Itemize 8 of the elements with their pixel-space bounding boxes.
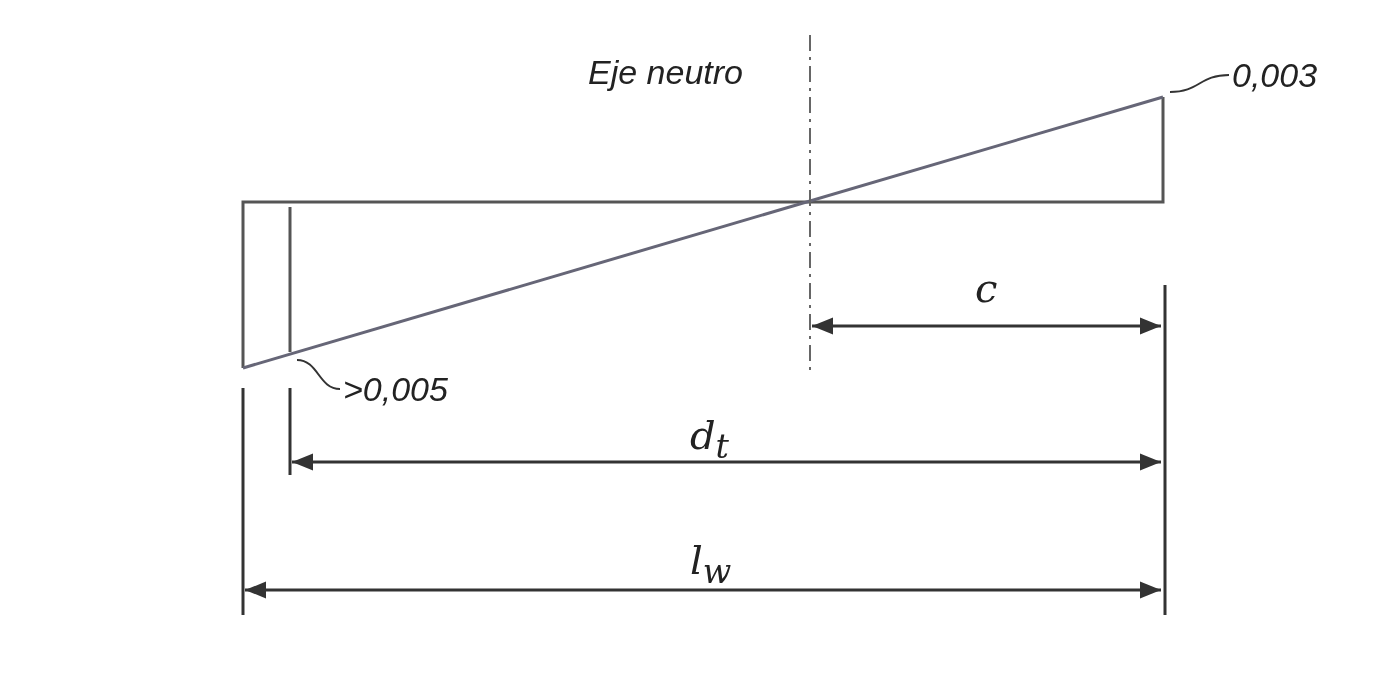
axis-label: Eje neutro xyxy=(588,55,743,89)
leader-line xyxy=(1169,74,1230,93)
dimension-label: d$_{t}$ xyxy=(690,415,729,464)
strain-value-label: 0,003 xyxy=(1232,58,1318,92)
leader-line xyxy=(296,359,341,390)
dimension-label: c xyxy=(975,268,998,308)
dimension-label: l$_{w}$ xyxy=(690,540,732,589)
strain-value-label: >0,005 xyxy=(343,372,448,406)
